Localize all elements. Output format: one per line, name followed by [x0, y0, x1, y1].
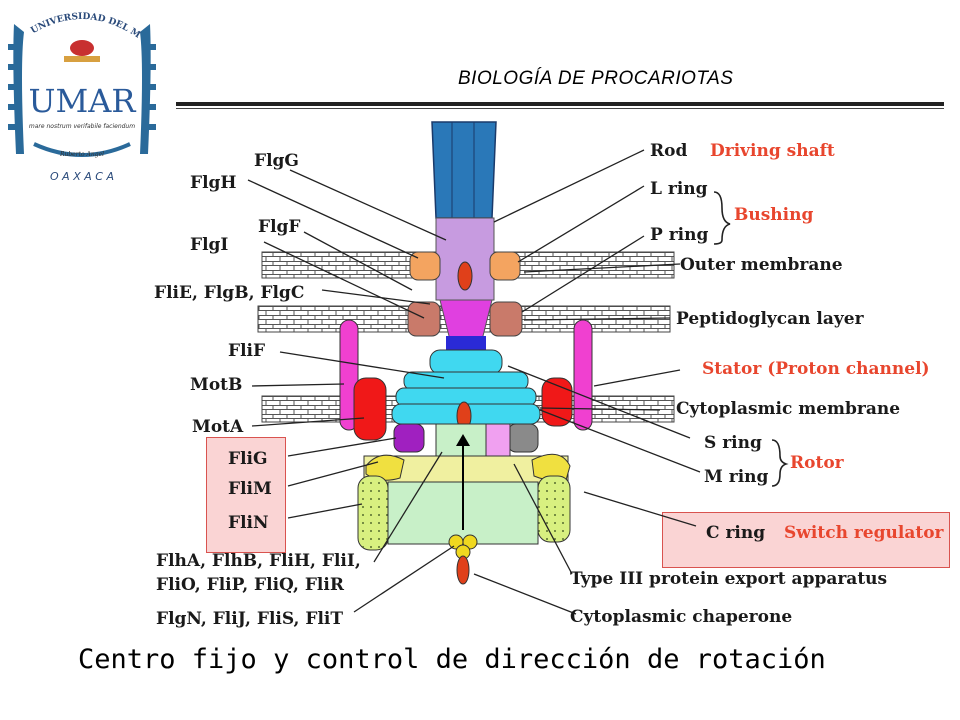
p-ring-right — [489, 301, 523, 337]
header-rule-thin — [176, 108, 944, 109]
l-ring-right — [489, 251, 521, 281]
filament-hook — [431, 121, 497, 219]
logo-motto: mare nostrum verifabile faciendum — [29, 123, 135, 130]
mota-left — [353, 377, 387, 441]
label-flgi: FlgI — [190, 235, 228, 255]
label-export-proteins-1: FlhA, FlhB, FliH, FliI, — [156, 551, 361, 571]
label-cytoplasmic-chaperone: Cytoplasmic chaperone — [570, 607, 792, 627]
label-peptidoglycan: Peptidoglycan layer — [676, 309, 865, 329]
label-cytoplasmic-membrane: Cytoplasmic membrane — [676, 399, 900, 419]
motb-right — [573, 319, 593, 431]
label-flgf: FlgF — [258, 217, 300, 237]
page-title: BIOLOGÍA DE PROCARIOTAS — [458, 68, 734, 89]
slide-caption: Centro fijo y control de dirección de ro… — [78, 644, 826, 675]
label-switch-regulator: Switch regulator — [784, 523, 945, 543]
label-chaperone-proteins: FlgN, FliJ, FliS, FliT — [156, 609, 343, 629]
label-export-proteins-2: FliO, FliP, FliQ, FliR — [156, 575, 345, 595]
label-bushing: Bushing — [734, 205, 813, 225]
flig-left — [393, 423, 425, 453]
label-mota: MotA — [192, 417, 244, 437]
logo-founder: Ruberto Angel — [59, 151, 104, 158]
label-driving-shaft: Driving shaft — [710, 141, 835, 161]
l-ring-left — [409, 251, 441, 281]
label-p-ring: P ring — [650, 225, 708, 245]
label-flig: FliG — [228, 449, 268, 469]
label-l-ring: L ring — [650, 179, 708, 199]
label-rod: Rod — [650, 141, 687, 161]
s-ring-shape — [429, 349, 503, 375]
label-type3-export: Type III protein export apparatus — [570, 569, 887, 589]
header-rule — [176, 102, 944, 106]
label-flgh: FlgH — [190, 173, 236, 193]
logo-place: O A X A C A — [50, 170, 114, 183]
label-flie-flgb-flgc: FliE, FlgB, FlgC — [154, 283, 304, 303]
logo-letters: UMAR — [29, 82, 137, 120]
label-flin: FliN — [228, 513, 269, 533]
label-outer-membrane: Outer membrane — [680, 255, 843, 275]
label-flif: FliF — [228, 341, 265, 361]
p-ring-left — [407, 301, 441, 337]
label-m-ring: M ring — [704, 467, 769, 487]
label-stator: Stator (Proton channel) — [702, 359, 930, 379]
label-rotor: Rotor — [790, 453, 845, 473]
university-logo: UNIVERSIDAD DEL MAR UMAR mare nostrum ve… — [4, 4, 156, 183]
chaperone-shape — [456, 555, 470, 585]
label-motb: MotB — [190, 375, 242, 395]
label-s-ring: S ring — [704, 433, 762, 453]
label-flim: FliM — [228, 479, 272, 499]
highlight-switch-regulator — [662, 512, 950, 568]
label-flgg: FlgG — [254, 151, 299, 171]
highlight-c-switch-proteins — [206, 437, 286, 553]
label-c-ring: C ring — [706, 523, 765, 543]
flig-right — [507, 423, 539, 453]
